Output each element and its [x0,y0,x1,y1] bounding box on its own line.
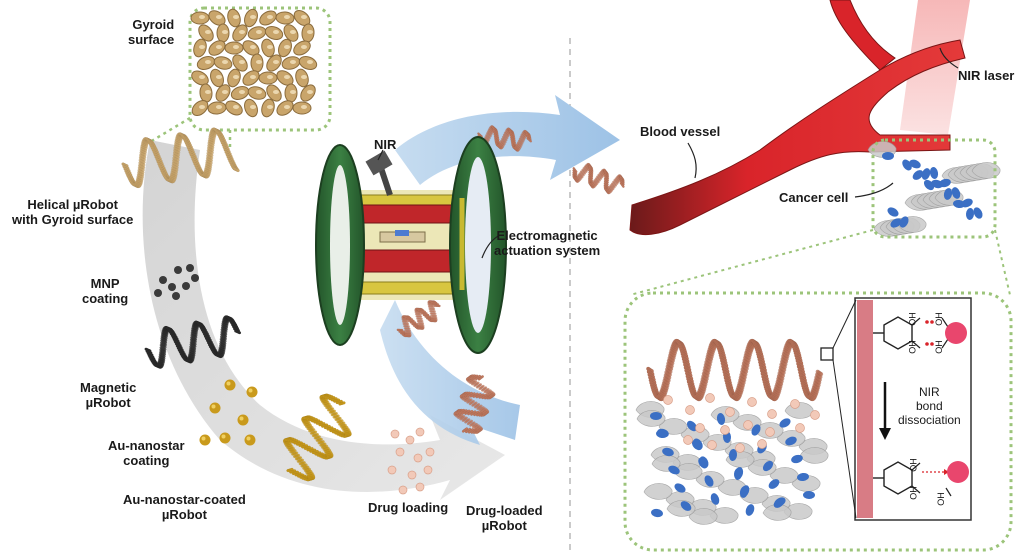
tumor-inset-frame [871,138,997,239]
label-drug-loaded-robot: Drug-loaded µRobot [466,503,543,533]
label-hydroxyl: HO [907,458,918,472]
inset-callout-line [994,229,1011,296]
helix-icon [453,374,496,435]
label-line: µRobot [481,518,527,533]
cancer-cell-cluster [635,401,829,525]
molecule-icon [873,316,967,350]
mechanism-inset-frame [623,291,1013,552]
leader-line [939,47,959,69]
label-hydroxyl: OH [933,312,944,326]
label-line: NIR [919,385,940,399]
helix-icon [282,393,352,482]
robot-surface [857,300,873,518]
delivery-arrow-top [395,95,620,185]
label-line: dissociation [898,413,961,427]
leader-line [377,149,384,161]
helix-icon [121,127,240,189]
label-bond-dissociation: NIR bond dissociation [898,385,961,427]
label-drug-loading: Drug loading [368,500,449,515]
lattice-icon [190,8,318,118]
label-au-coating: Au-nanostar coating [108,438,185,468]
coil-icon [315,136,507,354]
label-blood-vessel: Blood vessel [640,124,721,139]
label-line: Gyroid [132,17,175,32]
leader-line [687,142,697,179]
label-actuation-system: Electromagnetic actuation system [494,228,600,258]
label-helical-robot: Helical µRobot with Gyroid surface [12,197,133,227]
label-line: Electromagnetic [496,228,598,243]
label-nir-laser: NIR laser [958,68,1015,83]
label-line: µRobot [161,507,207,522]
helix-icon [144,315,242,369]
label-hydroxyl: OH [935,492,946,506]
gyroid-inset-frame [188,6,332,132]
cancer-cell-cluster [867,141,1001,237]
delivery-arrow-bottom [380,300,520,445]
label-line: with Gyroid surface [12,212,134,227]
label-nir: NIR [374,137,397,152]
drug-particles [387,427,435,495]
inset-callout-line [149,116,191,144]
label-line: surface [128,32,175,47]
process-arrow [142,140,505,500]
label-magnetic-robot: Magnetic µRobot [80,380,136,410]
drug-particles [663,393,820,453]
au-nanostar-particles [199,379,258,446]
label-line: MNP [90,276,120,291]
helix-icon [396,300,441,338]
label-line: actuation system [494,243,601,258]
helix-icon [646,338,824,402]
label-au-robot: Au-nanostar-coated µRobot [123,492,246,522]
label-line: coating [123,453,170,468]
label-line: Magnetic [80,380,137,395]
label-line: µRobot [85,395,131,410]
label-line: Au-nanostar [108,438,185,453]
blood-vessel [629,0,966,236]
label-hydroxyl: HO [906,312,917,326]
label-gyroid-surface: Gyroid surface [128,17,174,47]
label-line: bond [916,399,943,413]
label-line: Drug-loaded [466,503,543,518]
laser-icon [900,0,970,135]
mnp-particles [154,264,199,300]
label-line: coating [82,291,129,306]
label-hydroxyl: HO [906,340,917,354]
molecule-icon [873,461,969,497]
leader-line [481,234,501,259]
label-line: Au-nanostar-coated [123,492,246,507]
label-line: Helical µRobot [27,197,118,212]
label-mnp-coating: MNP coating [82,276,128,306]
label-hydroxyl: OH [933,340,944,354]
zoom-marker [820,347,834,361]
inset-callout-line [629,229,874,296]
leader-line [854,182,894,198]
label-cancer-cell: Cancer cell [779,190,849,205]
label-hydroxyl: HO [907,486,918,500]
helix-icon [572,162,625,195]
